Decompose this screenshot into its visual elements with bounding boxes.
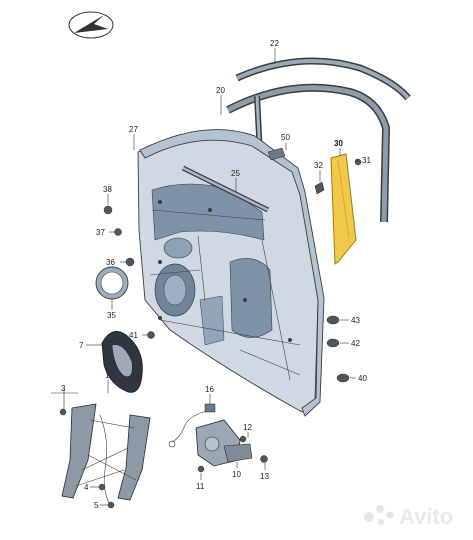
callout-7: 7 (79, 341, 84, 350)
clip-32 (314, 181, 325, 195)
watermark-logo-icon (364, 505, 394, 525)
window-channel-22 (235, 57, 411, 101)
leader-lines (51, 48, 360, 506)
callout-4: 4 (84, 483, 89, 492)
highlighted-part-30 (330, 153, 357, 265)
screw-4 (98, 483, 106, 491)
callout-12: 12 (243, 423, 252, 432)
callout-32: 32 (314, 161, 323, 170)
callout-50: 50 (281, 133, 290, 142)
plug-38 (103, 205, 113, 215)
window-motor-10 (195, 419, 253, 467)
callout-3: 3 (61, 384, 66, 393)
screw-13 (260, 455, 268, 463)
callout-13: 13 (260, 472, 269, 481)
callout-37: 37 (96, 228, 105, 237)
callout-36: 36 (106, 258, 115, 267)
callout-41: 41 (129, 331, 138, 340)
callout-numbers: 22 20 50 27 25 30 31 32 38 37 36 35 7 41… (61, 39, 371, 510)
plug-43 (326, 315, 340, 325)
screw-5 (107, 501, 115, 509)
callout-22: 22 (270, 39, 279, 48)
callout-35: 35 (107, 311, 116, 320)
grommet-36 (125, 257, 135, 267)
callout-1: 1 (105, 371, 110, 380)
callout-16: 16 (205, 385, 214, 394)
sealing-ring-35 (95, 266, 129, 300)
screw-3 (59, 408, 67, 416)
view-direction-arrow-icon (68, 11, 114, 39)
seal-7 (101, 331, 143, 393)
callout-43: 43 (351, 316, 360, 325)
watermark-text: Avito (399, 504, 453, 529)
plug-40 (336, 373, 350, 383)
clip-37 (114, 228, 122, 236)
plug-42 (326, 338, 340, 348)
callout-40: 40 (358, 374, 367, 383)
callout-30: 30 (334, 139, 343, 148)
callout-10: 10 (232, 470, 241, 479)
screw-11 (197, 465, 205, 473)
clip-50 (267, 147, 286, 161)
callout-11: 11 (196, 482, 205, 491)
callout-31: 31 (362, 156, 371, 165)
screw-12 (239, 435, 247, 443)
callout-5: 5 (94, 501, 99, 510)
window-regulator-1 (61, 403, 151, 506)
callout-20: 20 (216, 86, 225, 95)
callout-27: 27 (129, 125, 138, 134)
callout-25: 25 (231, 169, 240, 178)
door-inner-panel-27 (137, 129, 325, 417)
callout-42: 42 (351, 339, 360, 348)
callout-38: 38 (103, 185, 112, 194)
screw-31 (354, 158, 362, 166)
screw-41 (147, 331, 155, 339)
watermark: Avito (364, 504, 453, 529)
